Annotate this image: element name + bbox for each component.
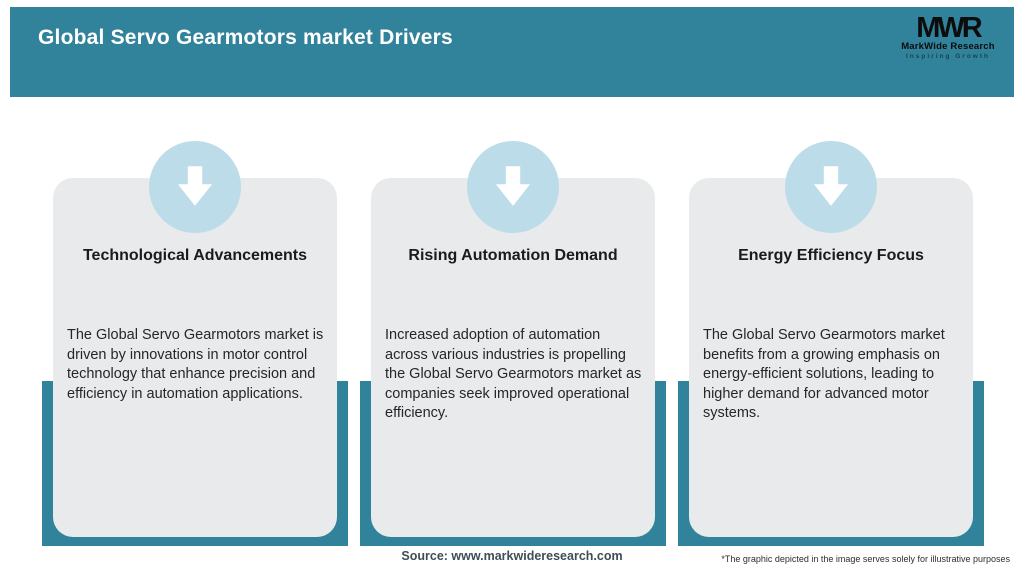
down-arrow-icon	[467, 141, 559, 233]
card-title: Technological Advancements	[82, 247, 308, 264]
card-title: Rising Automation Demand	[408, 247, 618, 264]
logo-mark: MWR	[916, 12, 982, 44]
card-panel: Technological Advancements The Global Se…	[53, 178, 337, 537]
source-text: Source: www.markwideresearch.com	[401, 549, 623, 563]
down-arrow-icon	[785, 141, 877, 233]
card-panel: Rising Automation Demand Increased adopt…	[371, 178, 655, 537]
driver-card-energy-efficiency-focus: Energy Efficiency Focus The Global Servo…	[678, 135, 984, 546]
driver-card-technological-advancements: Technological Advancements The Global Se…	[42, 135, 348, 546]
driver-card-rising-automation-demand: Rising Automation Demand Increased adopt…	[360, 135, 666, 546]
logo-tagline: Inspiring Growth	[906, 53, 990, 60]
card-panel: Energy Efficiency Focus The Global Servo…	[689, 178, 973, 537]
disclaimer-text: *The graphic depicted in the image serve…	[721, 554, 1010, 564]
markwide-logo: MWR MarkWide Research Inspiring Growth	[892, 12, 1004, 60]
card-body-text: Increased adoption of automation across …	[385, 327, 642, 421]
down-arrow-icon	[149, 141, 241, 233]
page-title: Global Servo Gearmotors market Drivers	[38, 26, 453, 49]
header-band: Global Servo Gearmotors market Drivers M…	[10, 7, 1014, 97]
card-title: Energy Efficiency Focus	[738, 247, 924, 264]
logo-name: MarkWide Research	[901, 41, 995, 52]
card-body-text: The Global Servo Gearmotors market is dr…	[67, 327, 324, 402]
card-body-text: The Global Servo Gearmotors market benef…	[703, 327, 945, 421]
